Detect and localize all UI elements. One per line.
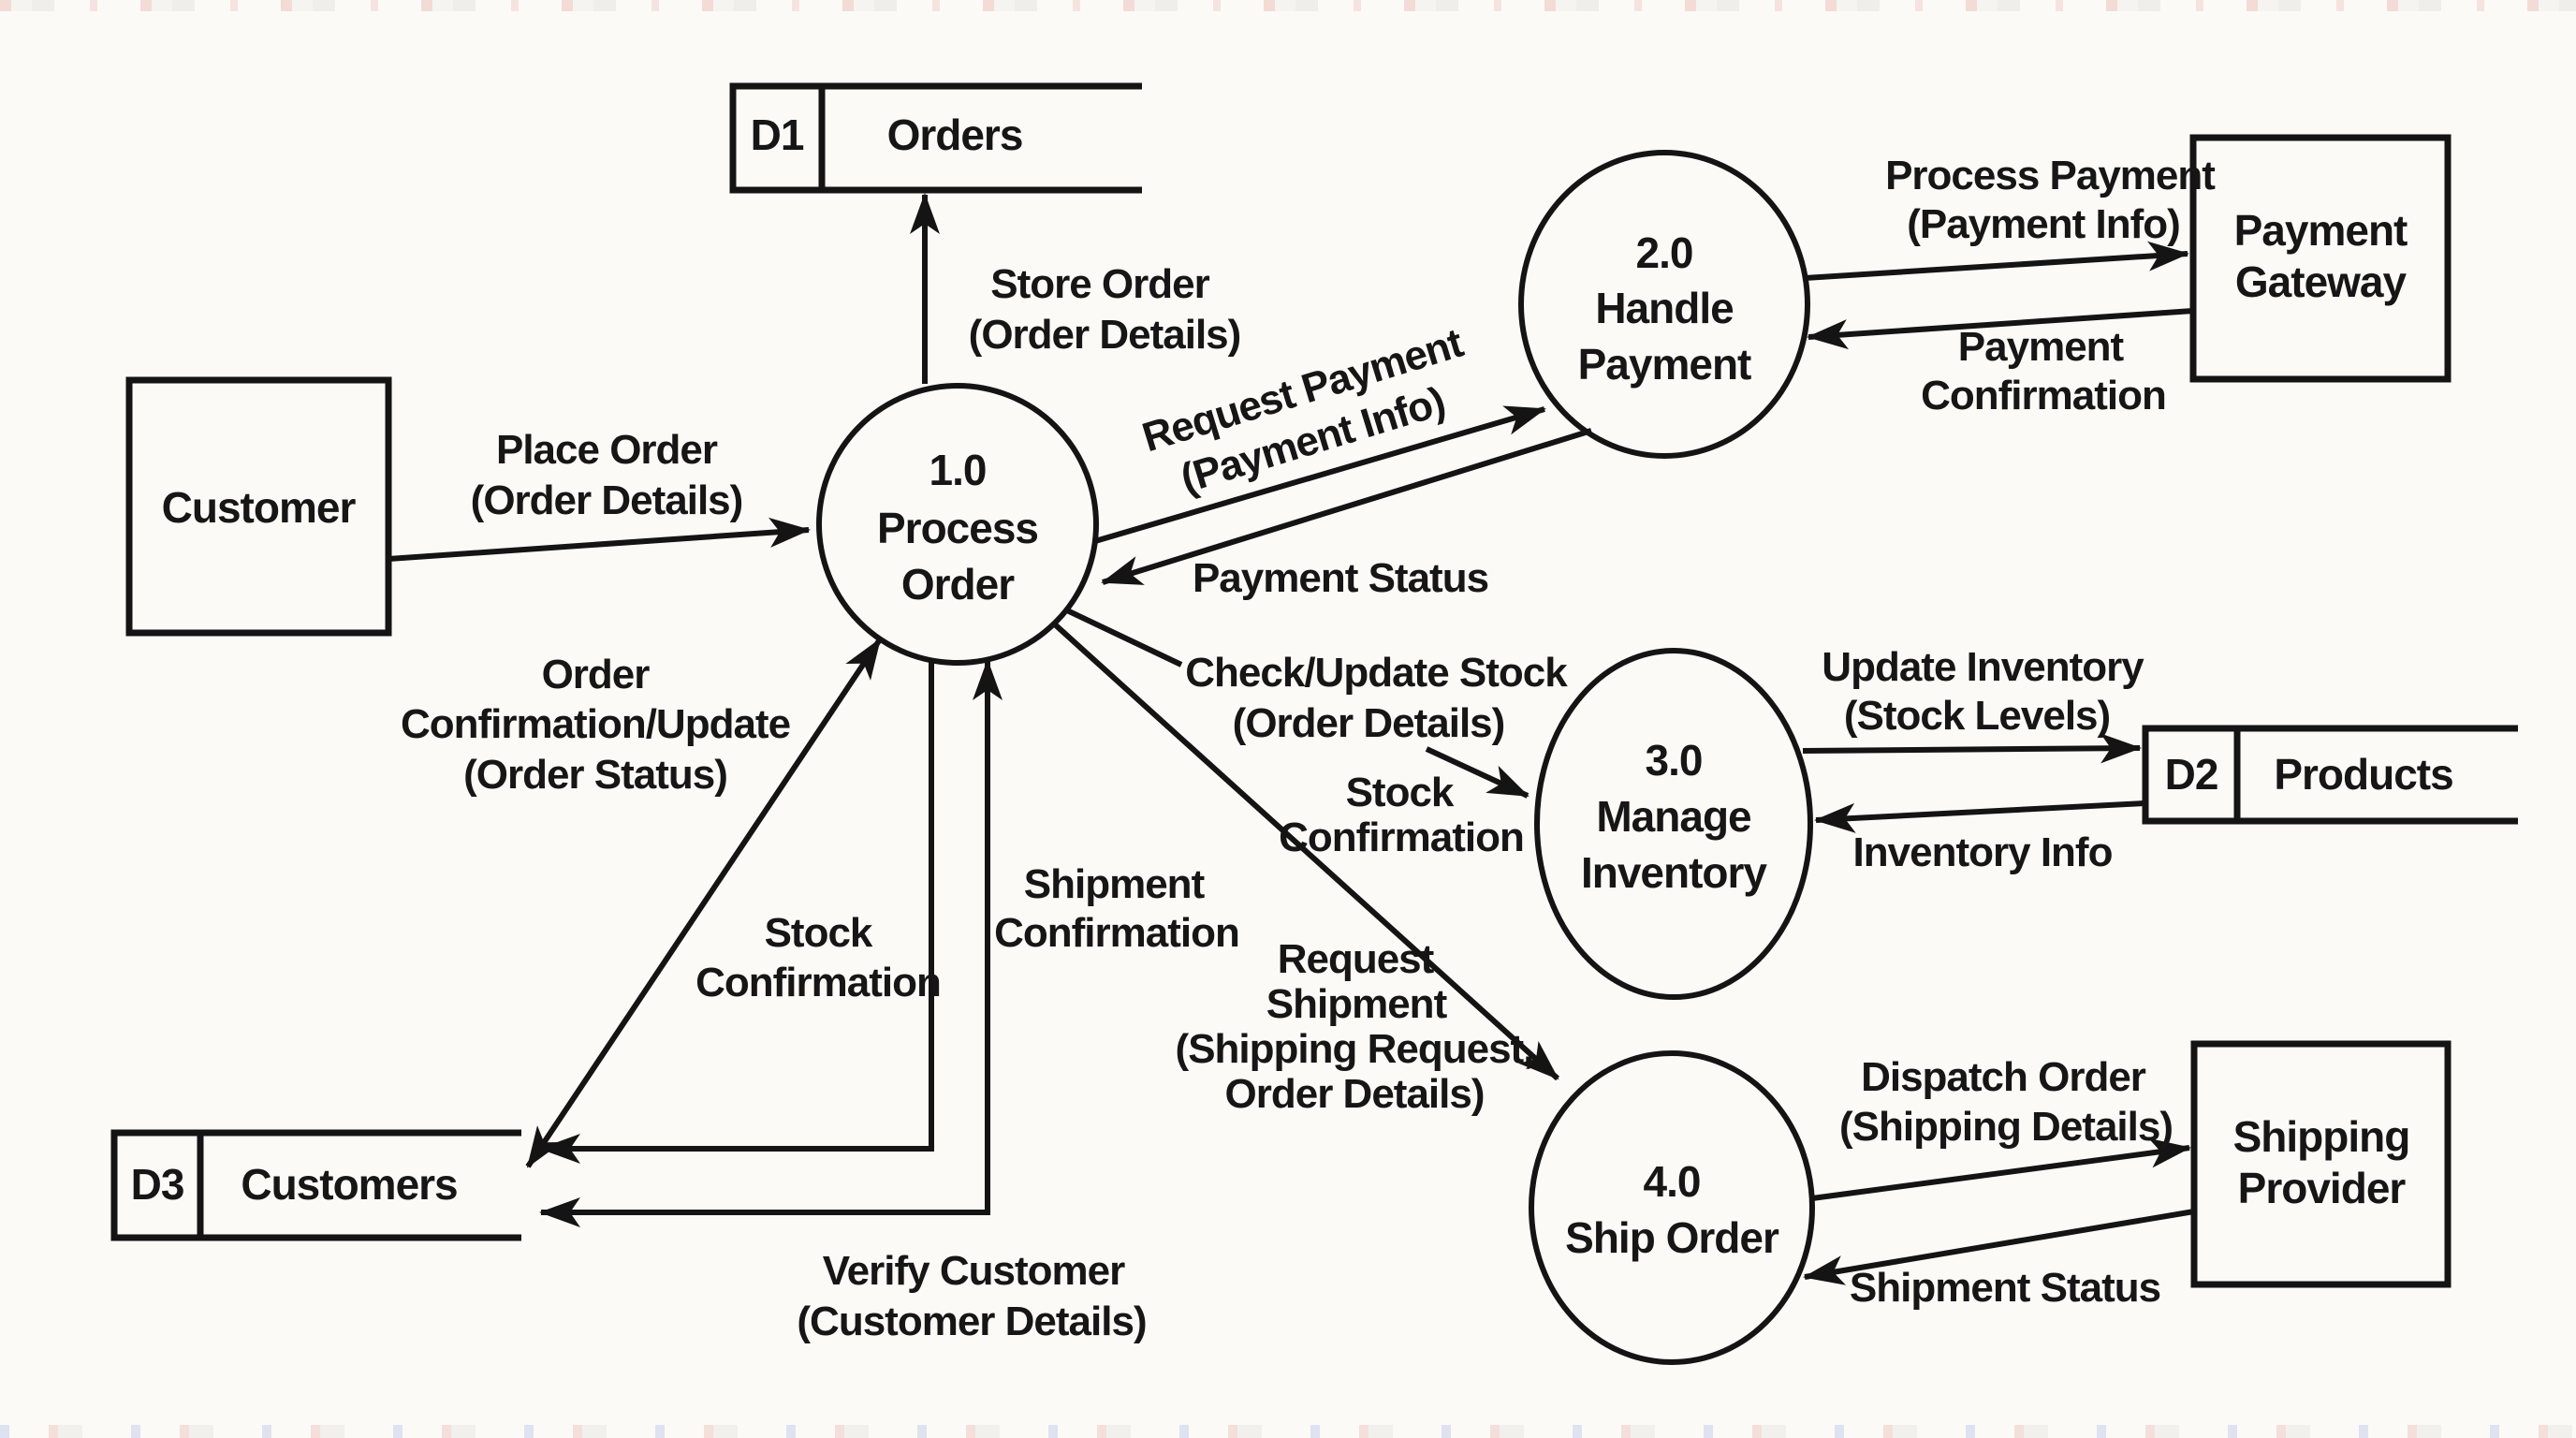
process-label-line1: Handle — [1595, 284, 1734, 332]
flow-label-line1: Stock — [765, 910, 873, 956]
flow-order-confirmation: Order Confirmation/Update (Order Status) — [401, 638, 883, 1168]
flow-label-stock: Stock — [1346, 770, 1455, 815]
flow-label-shipment-line1: Shipment — [1024, 861, 1206, 907]
process-label-line2: Inventory — [1581, 848, 1767, 897]
flow-label-verify-line1: Verify Customer — [823, 1248, 1125, 1294]
flow-label: Shipment Status — [1850, 1265, 2160, 1311]
entity-label-line2: Provider — [2238, 1164, 2407, 1212]
flow-label-line2: (Stock Levels) — [1844, 693, 2110, 739]
flow-label-stock2: Confirmation — [1279, 814, 1524, 860]
flow-label-line1: Store Order — [990, 261, 1209, 307]
datastore-d2-products: D2 Products — [2142, 725, 2518, 825]
flow-label-verify-line2: (Customer Details) — [797, 1299, 1146, 1344]
flow-label-line4: Order Details) — [1225, 1071, 1485, 1117]
flow-label-shipment-line2: Confirmation — [994, 910, 1239, 956]
flow-label-line2: (Payment Info) — [1907, 201, 2180, 247]
entity-payment-gateway: Payment Gateway — [2189, 134, 2452, 383]
process-id: 4.0 — [1644, 1157, 1701, 1206]
flow-label-line1: Update Inventory — [1822, 644, 2144, 690]
flow-label: Payment Status — [1193, 555, 1488, 601]
flow-request-shipment: Request Shipment (Shipping Request, Orde… — [1053, 623, 1560, 1117]
flow-label-line2: (Order Details) — [471, 477, 743, 523]
datastore-label: Customers — [241, 1160, 457, 1209]
flow-payment-status: Payment Status — [1101, 428, 1592, 601]
flow-store-order: Store Order (Order Details) — [910, 193, 1241, 384]
datastore-label: Orders — [887, 110, 1023, 159]
flow-dispatch-order: Dispatch Order (Shipping Details) — [1811, 1054, 2191, 1201]
process-id: 1.0 — [929, 446, 987, 494]
process-2-handle-payment: 2.0 Handle Payment — [1518, 150, 1810, 459]
flow-label-line2: Confirmation — [1921, 373, 2166, 418]
flow-label-line3: (Order Status) — [463, 752, 727, 798]
flow-label-line2: Confirmation — [695, 960, 941, 1005]
flow-label-line1: Process Payment — [1885, 153, 2216, 198]
flow-label-line2: (Order Details) — [1233, 700, 1505, 746]
flow-label-line1: Order — [542, 652, 651, 697]
datastore-id: D3 — [131, 1160, 184, 1209]
datastore-d3-customers: D3 Customers — [110, 1129, 521, 1241]
flow-check-update-stock: Check/Update Stock (Order Details) Stock… — [1065, 608, 1569, 860]
flow-inventory-info: Inventory Info — [1814, 800, 2146, 875]
process-label-line1: Ship Order — [1565, 1213, 1779, 1262]
flow-label-line3: (Shipping Request, — [1176, 1026, 1534, 1072]
flow-label-line1: Dispatch Order — [1861, 1054, 2146, 1100]
entity-label: Customer — [162, 483, 357, 532]
process-id: 3.0 — [1646, 736, 1703, 785]
process-label-line1: Manage — [1596, 792, 1751, 841]
flow-shipment-status: Shipment Status — [1803, 1209, 2195, 1311]
datastore-id: D1 — [751, 110, 804, 159]
process-1-process-order: 1.0 Process Order — [816, 383, 1099, 666]
flow-label-line1: Payment — [1958, 324, 2125, 370]
flow-payment-confirmation: Payment Confirmation — [1807, 308, 2194, 418]
flow-label-line2: Confirmation/Update — [401, 701, 790, 747]
process-4-ship-order: 4.0 Ship Order — [1529, 1050, 1815, 1365]
entity-label-line2: Gateway — [2235, 257, 2408, 306]
entity-shipping-provider: Shipping Provider — [2190, 1040, 2452, 1288]
entity-customer: Customer — [125, 376, 392, 637]
flow-verify-customer: Shipment Confirmation Verify Customer (C… — [539, 659, 1240, 1344]
flow-label-line1: Check/Update Stock — [1185, 650, 1568, 696]
flow-label-line1: Request — [1278, 936, 1435, 982]
flow-label-line2: (Shipping Details) — [1839, 1104, 2173, 1150]
flow-label-line1: Place Order — [496, 427, 718, 473]
process-id: 2.0 — [1636, 228, 1693, 277]
process-label-line2: Payment — [1578, 340, 1751, 389]
entity-label-line1: Shipping — [2233, 1112, 2410, 1161]
flow-update-inventory: Update Inventory (Stock Levels) — [1802, 644, 2145, 764]
process-label-line2: Order — [901, 560, 1015, 609]
datastore-id: D2 — [2165, 750, 2218, 799]
flow-label-line2: (Order Details) — [969, 312, 1241, 358]
flow-place-order: Place Order (Order Details) — [388, 427, 811, 562]
datastore-d1-orders: D1 Orders — [729, 82, 1142, 194]
datastore-label: Products — [2274, 750, 2452, 799]
entity-label-line1: Payment — [2234, 206, 2408, 255]
process-3-manage-inventory: 3.0 Manage Inventory — [1534, 648, 1813, 1000]
process-label-line1: Process — [877, 504, 1038, 552]
flow-label-line2: Shipment — [1266, 981, 1448, 1027]
flow-process-payment: Process Payment (Payment Info) — [1804, 153, 2217, 281]
flow-label: Inventory Info — [1853, 829, 2113, 875]
